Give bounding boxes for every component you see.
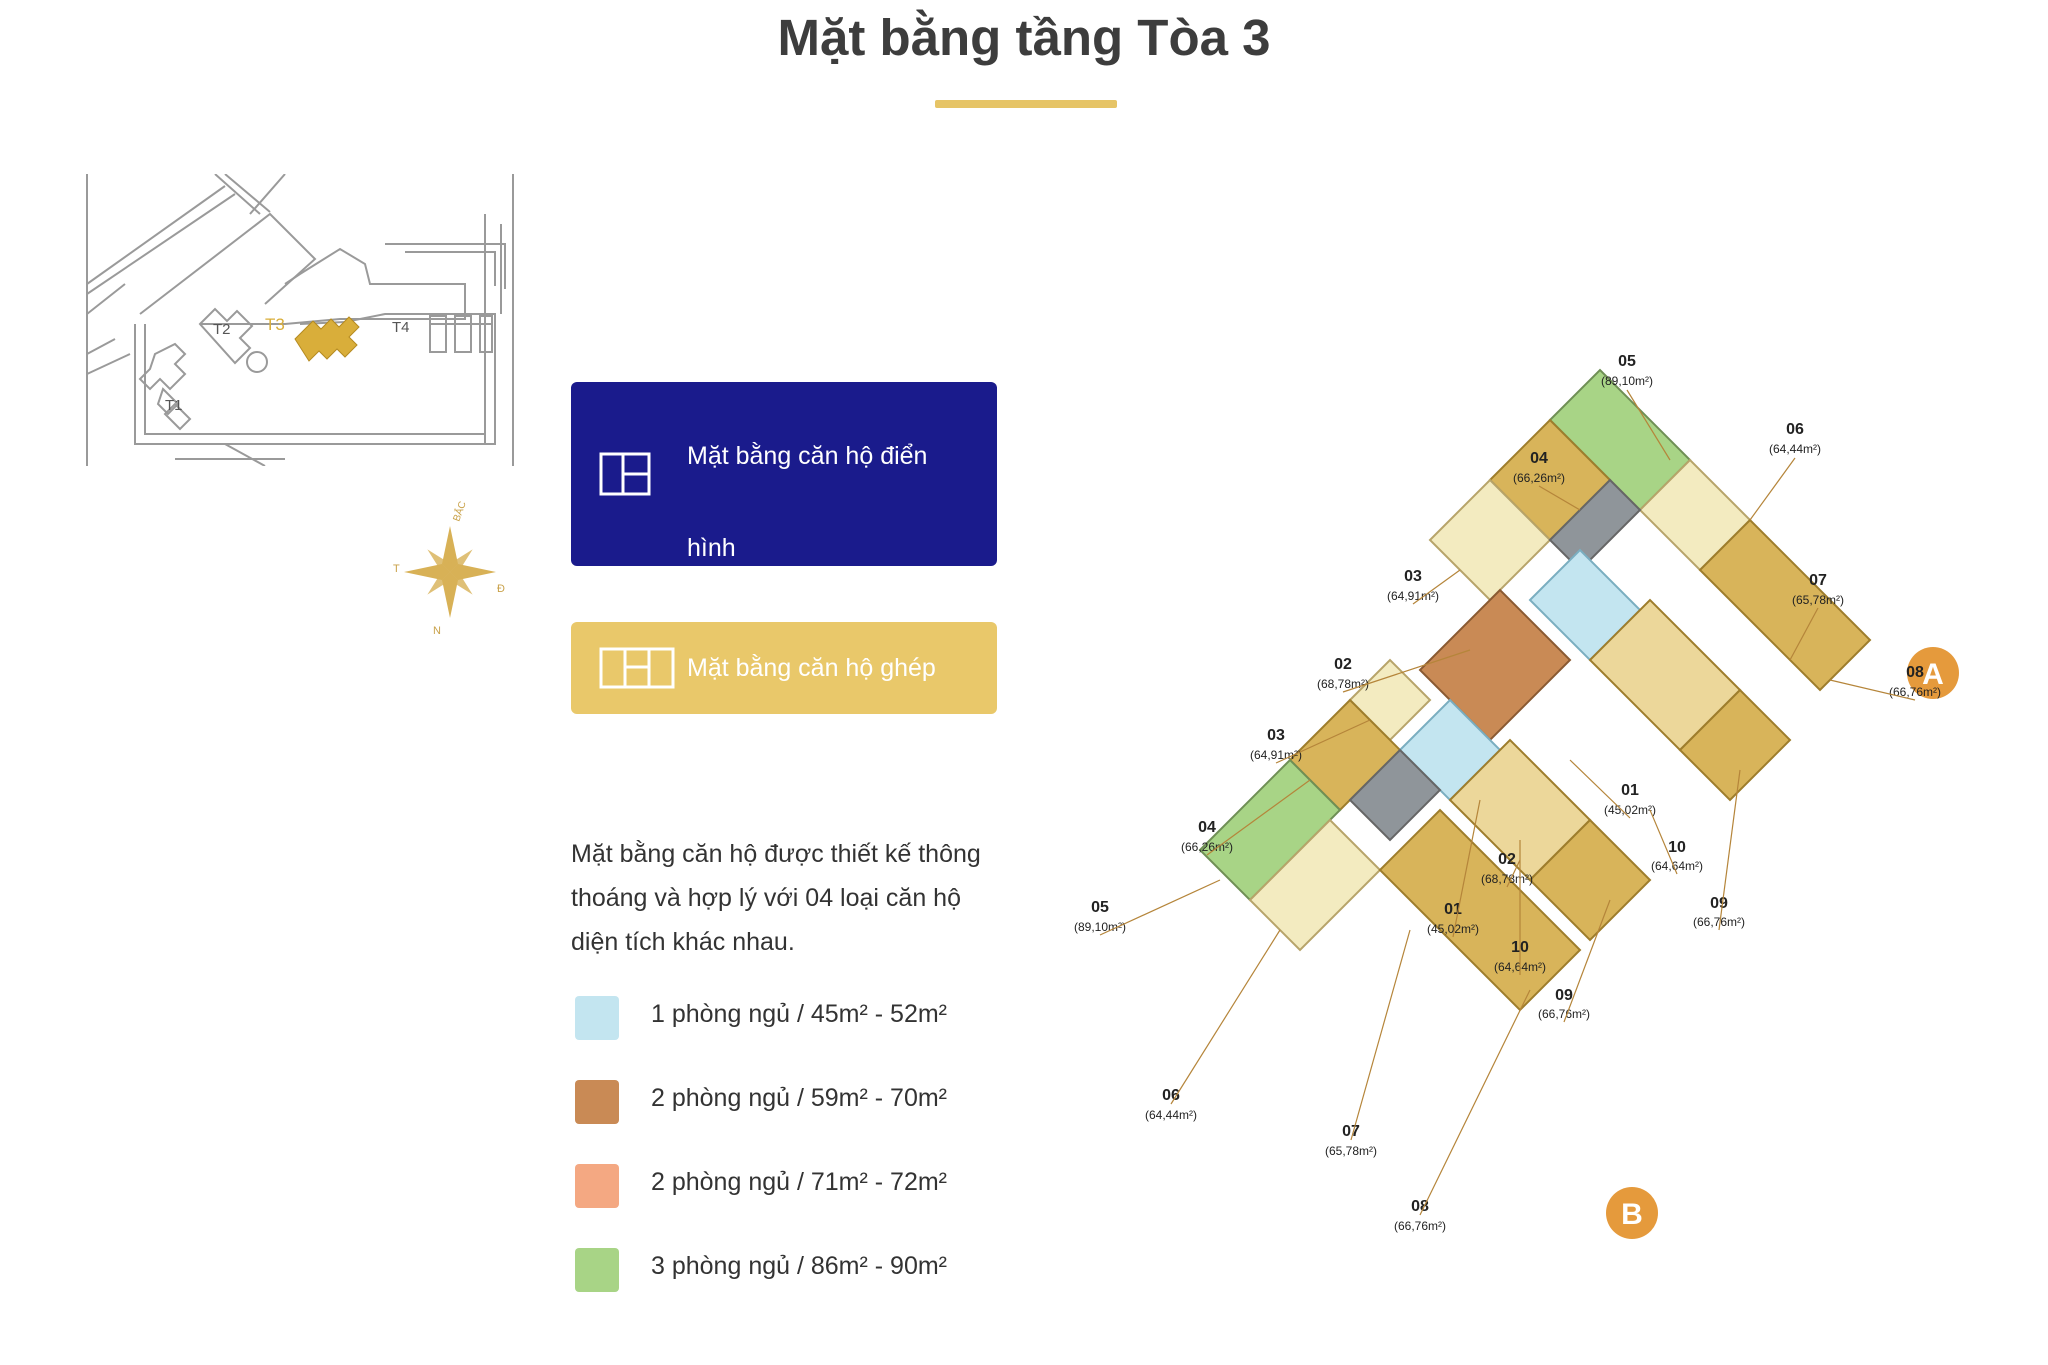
unit-area: (89,10m²) xyxy=(1074,920,1126,934)
legend-swatch xyxy=(575,1080,619,1124)
combined-floor-plan-label: Mặt bằng căn hộ ghép xyxy=(687,654,936,682)
unit-area: (68,78m²) xyxy=(1317,677,1369,691)
site-map-label: T4 xyxy=(392,319,410,336)
site-map-label: T3 xyxy=(265,315,285,334)
core-b xyxy=(1348,748,1442,842)
compass-west: T xyxy=(393,563,400,575)
layout-2-icon xyxy=(599,452,651,496)
legend-item: 1 phòng ngủ / 45m² - 52m² xyxy=(571,992,1031,1076)
unit-area: (64,64m²) xyxy=(1651,859,1703,873)
unit-num: 09 xyxy=(1555,987,1573,1004)
unit-a-07-08 xyxy=(1698,518,1872,692)
unit-num: 01 xyxy=(1621,782,1639,799)
legend-label: 2 phòng ngủ / 59m² - 70m² xyxy=(651,1084,947,1112)
block-a-badge xyxy=(1907,647,1959,699)
unit-area: (66,76m²) xyxy=(1538,1007,1590,1021)
compass-south: N xyxy=(433,625,441,637)
unit-area: (66,76m²) xyxy=(1889,685,1941,699)
unit-num: 03 xyxy=(1404,568,1422,585)
unit-num: 05 xyxy=(1091,899,1109,916)
legend-swatch xyxy=(575,1164,619,1208)
unit-num: 04 xyxy=(1198,819,1216,836)
tower-3-floor-plan: A B 05 (89,10m²) 06 (64,44m²) 04 (66,26m… xyxy=(1074,353,1959,1239)
layout-3-icon xyxy=(599,647,675,689)
unit-num: 06 xyxy=(1162,1087,1180,1104)
site-map-label: T1 xyxy=(165,397,183,414)
unit-num: 10 xyxy=(1668,839,1686,856)
legend-swatch xyxy=(575,1248,619,1292)
page-title: Mặt bằng tầng Tòa 3 xyxy=(777,9,1271,66)
legend-label: 2 phòng ngủ / 71m² - 72m² xyxy=(651,1168,947,1196)
unit-area: (64,91m²) xyxy=(1250,748,1302,762)
unit-num: 07 xyxy=(1342,1123,1360,1140)
unit-b-07-08 xyxy=(1378,808,1582,1012)
unit-num: 07 xyxy=(1809,572,1827,589)
site-map-label: T2 xyxy=(213,321,231,338)
compass-north: BẮC xyxy=(450,500,469,523)
unit-num: 02 xyxy=(1334,656,1352,673)
legend-swatch xyxy=(575,996,619,1040)
unit-area: (66,26m²) xyxy=(1513,471,1565,485)
compass-rose-icon: BẮC Đ N T xyxy=(393,500,505,637)
unit-num: 08 xyxy=(1906,664,1924,681)
combined-floor-plan-button[interactable]: Mặt bằng căn hộ ghép xyxy=(571,622,997,714)
legend-item: 2 phòng ngủ / 71m² - 72m² xyxy=(571,1160,1031,1244)
title-underline xyxy=(935,100,1117,108)
floor-plan-description: Mặt bằng căn hộ được thiết kế thông thoá… xyxy=(571,840,981,956)
unit-a-09 xyxy=(1678,688,1792,802)
unit-area: (66,26m²) xyxy=(1181,840,1233,854)
unit-num: 06 xyxy=(1786,421,1804,438)
typical-floor-plan-button[interactable]: Mặt bằng căn hộ điển hình xyxy=(571,382,997,566)
unit-num: 04 xyxy=(1530,450,1548,467)
unit-num: 03 xyxy=(1267,727,1285,744)
unit-num: 09 xyxy=(1710,895,1728,912)
unit-num: 08 xyxy=(1411,1198,1429,1215)
block-a-label: A xyxy=(1922,658,1944,691)
unit-area: (64,91m²) xyxy=(1387,589,1439,603)
unit-b-09 xyxy=(1528,818,1652,942)
unit-area: (68,78m²) xyxy=(1481,872,1533,886)
typical-floor-plan-label: Mặt bằng căn hộ điển hình xyxy=(687,442,928,562)
unit-area: (64,44m²) xyxy=(1769,442,1821,456)
unit-area: (66,76m²) xyxy=(1693,915,1745,929)
compass-east: Đ xyxy=(497,583,505,595)
unit-num: 05 xyxy=(1618,353,1636,370)
block-b-label: B xyxy=(1621,1198,1643,1231)
unit-area: (65,78m²) xyxy=(1325,1144,1377,1158)
legend-item: 2 phòng ngủ / 59m² - 70m² xyxy=(571,1076,1031,1160)
unit-area: (45,02m²) xyxy=(1427,922,1479,936)
legend-item: 3 phòng ngủ / 86m² - 90m² xyxy=(571,1244,1031,1328)
legend-label: 3 phòng ngủ / 86m² - 90m² xyxy=(651,1252,947,1280)
legend-label: 1 phòng ngủ / 45m² - 52m² xyxy=(651,1000,947,1028)
site-location-map: T2 T3 T4 T1 xyxy=(86,174,514,466)
unit-type-legend: 1 phòng ngủ / 45m² - 52m² 2 phòng ngủ / … xyxy=(571,992,1031,1328)
unit-area: (89,10m²) xyxy=(1601,374,1653,388)
unit-num: 02 xyxy=(1498,851,1516,868)
unit-area: (64,44m²) xyxy=(1145,1108,1197,1122)
unit-b-05 xyxy=(1198,758,1342,902)
unit-area: (66,76m²) xyxy=(1394,1219,1446,1233)
unit-area: (45,02m²) xyxy=(1604,803,1656,817)
unit-area: (65,78m²) xyxy=(1792,593,1844,607)
block-b-badge xyxy=(1606,1187,1658,1239)
